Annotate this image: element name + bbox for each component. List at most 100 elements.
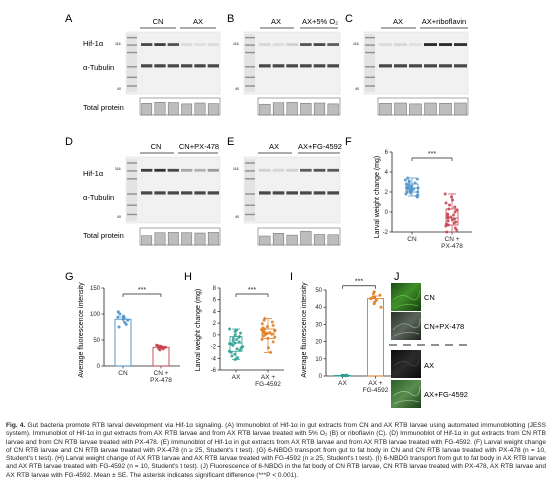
ladder-band (127, 51, 137, 54)
panel-j: J CN CN+PX-478 AX AX+FG-4592 (389, 271, 470, 408)
panel-d-row-hif: Hif-1α (83, 169, 104, 178)
total-protein-bar (154, 102, 166, 116)
panel-d: D CN CN+PX-478 Hif-1α α-Tubulin Total pr… (65, 136, 221, 246)
ladder-band (245, 76, 255, 79)
data-point (406, 176, 410, 180)
data-point (371, 295, 375, 299)
panel-c-blot (363, 31, 469, 116)
hif-band (167, 168, 179, 172)
data-point (410, 184, 414, 188)
hif-band (259, 43, 271, 46)
y-tick-label: 50 (315, 288, 322, 294)
data-point (444, 201, 448, 205)
sig-label: *** (248, 287, 256, 294)
data-point (231, 336, 235, 340)
panel-h-letter: H (184, 271, 192, 283)
panel-d-group-1: CN (151, 142, 162, 151)
total-protein-bar (154, 232, 166, 246)
data-point (117, 325, 121, 329)
data-point (447, 207, 451, 211)
panel-a: A CN AX Hif-1α α-Tubulin Total protein 1… (65, 13, 221, 116)
micrograph-ax-fg4592-texture (392, 385, 421, 405)
panel-d-row-tubulin: α-Tubulin (83, 193, 114, 202)
ladder-lane (245, 159, 255, 221)
data-point (270, 320, 274, 324)
tubulin-band (300, 191, 312, 195)
data-point (453, 226, 457, 230)
hif-band (454, 43, 467, 46)
panel-a-row-tubulin: α-Tubulin (83, 63, 114, 72)
y-tick-label: 0 (319, 374, 323, 380)
x-tick-label: CN + (154, 370, 169, 377)
panel-a-letter: A (65, 13, 73, 25)
total-protein-bar (207, 103, 219, 116)
ladder-band (365, 44, 375, 46)
data-point (416, 186, 420, 190)
data-point (269, 350, 273, 354)
data-point (273, 335, 277, 339)
data-point (409, 188, 413, 192)
data-point (123, 320, 127, 324)
data-point (237, 335, 241, 339)
sig-label: *** (355, 279, 363, 286)
total-protein-bar (207, 232, 219, 246)
data-point (452, 217, 456, 221)
panel-e-blot (243, 156, 341, 246)
panel-d-marker-116: 116 (115, 167, 121, 171)
ladder-band (127, 44, 137, 46)
data-point (446, 212, 450, 216)
ladder-band (365, 51, 375, 54)
panel-i-ylabel: Average fluorescence intensity (301, 282, 308, 378)
sig-label: *** (138, 287, 146, 294)
panel-d-marker-40: 40 (117, 215, 121, 219)
panel-d-group-2: CN+PX-478 (179, 142, 219, 151)
mean-bar (114, 318, 132, 367)
panel-a-row-total: Total protein (83, 103, 124, 112)
tubulin-band (194, 64, 206, 68)
ladder-band (127, 162, 137, 164)
micrograph-ax-texture (393, 357, 420, 367)
panel-i-letter: I (290, 271, 293, 283)
tubulin-band (327, 191, 339, 195)
y-tick-label: 0 (385, 210, 389, 216)
panel-j-label-cn: CN (424, 293, 435, 302)
tubulin-band (259, 64, 271, 68)
data-point (443, 192, 447, 196)
data-point (453, 205, 457, 209)
ladder-lane (365, 34, 375, 92)
panel-d-letter: D (65, 136, 73, 148)
y-tick-label: 4 (385, 170, 389, 176)
panel-d-blot (125, 156, 221, 246)
data-point (407, 179, 411, 183)
data-point (273, 328, 277, 332)
data-point (404, 182, 408, 186)
data-point (267, 346, 271, 350)
data-point (405, 190, 409, 194)
hif-band (141, 43, 153, 46)
data-point (412, 187, 416, 191)
data-point (449, 215, 453, 219)
data-point (340, 373, 344, 377)
y-tick-label: 6 (385, 150, 389, 156)
y-tick-label: -2 (211, 345, 217, 351)
x-tick-label: CN (407, 236, 417, 243)
data-point (345, 373, 349, 377)
panel-a-group-2: AX (193, 17, 203, 26)
caption-lead: Fig. 4. (6, 422, 26, 429)
y-tick-label: 10 (315, 357, 322, 363)
panel-b-marker-116: 116 (233, 42, 239, 46)
tubulin-band (424, 64, 437, 68)
blot-background (363, 31, 469, 95)
total-protein-bar (327, 103, 339, 116)
ladder-lane (127, 34, 137, 92)
panel-j-label-cn-px478: CN+PX-478 (424, 322, 464, 331)
data-point (452, 221, 456, 225)
tubulin-band (181, 191, 193, 195)
tubulin-band (272, 191, 285, 195)
x-tick-label: AX (232, 374, 241, 381)
y-tick-label: 0 (97, 364, 101, 370)
hif-band (272, 168, 285, 172)
hif-band (154, 168, 166, 172)
total-protein-bar (327, 234, 339, 246)
data-point (403, 178, 407, 182)
